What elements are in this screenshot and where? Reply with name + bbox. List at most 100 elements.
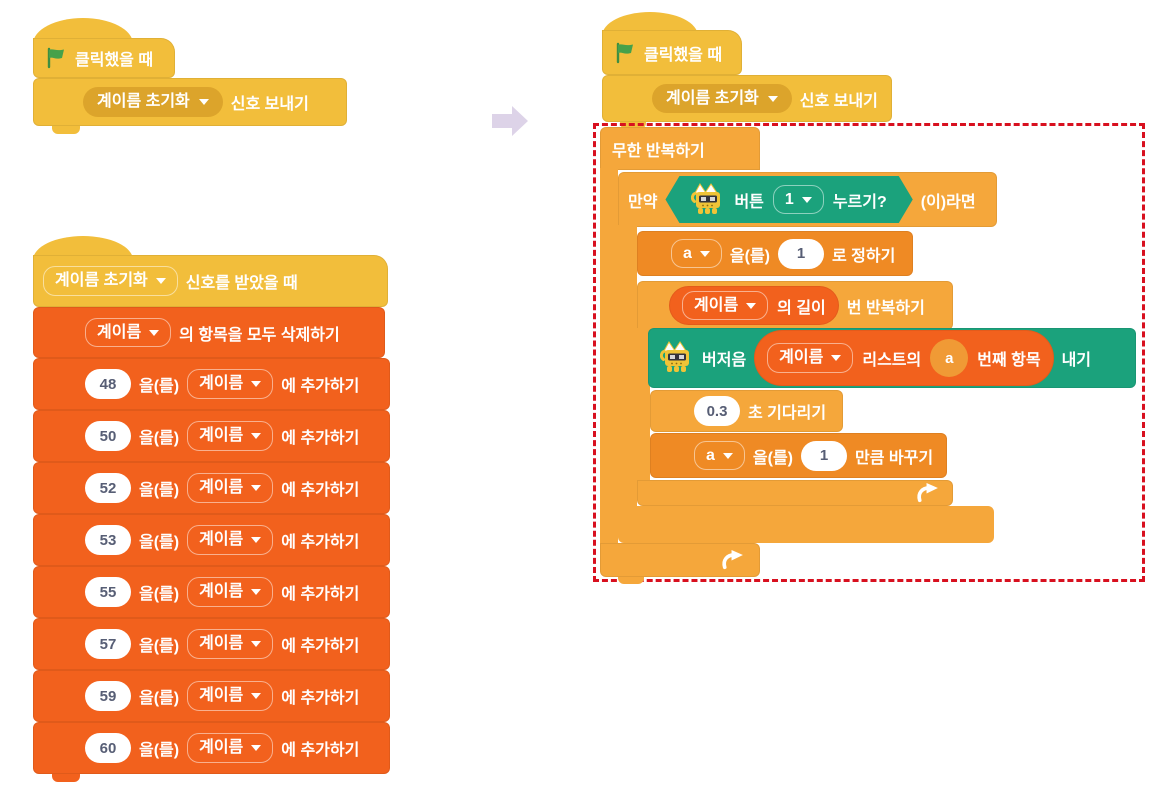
list-dropdown[interactable]: 계이름 xyxy=(767,343,854,373)
list-dropdown[interactable]: 계이름 xyxy=(187,369,274,399)
add-to-list-block[interactable]: 60 을(를) 계이름 에 추가하기 xyxy=(33,722,390,774)
variable-dropdown[interactable]: a xyxy=(671,238,722,269)
dropdown-value: 계이름 초기화 xyxy=(97,93,190,111)
value-input[interactable]: 0.3 xyxy=(694,396,740,426)
block-label: 버저음 xyxy=(702,352,747,369)
if-block-bottom[interactable] xyxy=(618,506,994,543)
add-to-list-block[interactable]: 57 을(를) 계이름 에 추가하기 xyxy=(33,618,390,670)
dropdown-value: 계이름 xyxy=(199,427,244,445)
value-input[interactable]: 52 xyxy=(85,473,131,503)
dropdown-arrow-icon xyxy=(251,433,262,439)
add-to-list-block[interactable]: 52 을(를) 계이름 에 추가하기 xyxy=(33,462,390,514)
button-pressed-condition[interactable]: 버튼 1 누르기? xyxy=(665,176,912,223)
list-dropdown[interactable]: 계이름 xyxy=(85,317,172,348)
block-bottom-tab xyxy=(618,577,644,584)
dropdown-arrow-icon xyxy=(722,452,733,459)
broadcast-message-dropdown[interactable]: 계이름 초기화 xyxy=(83,87,223,117)
change-variable-block[interactable]: a 을(를) 1 만큼 바꾸기 xyxy=(650,433,947,478)
block-label: 을(를) xyxy=(139,430,180,447)
list-dropdown[interactable]: 계이름 xyxy=(187,421,274,451)
value-input[interactable]: 1 xyxy=(778,238,825,269)
if-block-arm[interactable] xyxy=(618,225,637,508)
item-of-list-reporter[interactable]: 계이름 리스트의 a 번째 항목 xyxy=(754,330,1054,386)
add-to-list-block[interactable]: 59 을(를) 계이름 에 추가하기 xyxy=(33,670,390,722)
cat-robot-icon xyxy=(660,340,694,376)
forever-block-arm[interactable] xyxy=(600,168,618,545)
broadcast-block[interactable]: 계이름 초기화 신호 보내기 xyxy=(602,75,892,122)
list-dropdown[interactable]: 계이름 xyxy=(187,577,274,607)
block-label: 번째 항목 xyxy=(977,352,1041,369)
list-dropdown[interactable]: 계이름 xyxy=(187,473,274,503)
dropdown-value: 계이름 xyxy=(199,739,244,757)
green-flag-icon xyxy=(45,47,67,69)
dropdown-arrow-icon xyxy=(802,197,812,203)
dropdown-arrow-icon xyxy=(251,381,262,387)
add-to-list-block[interactable]: 48 을(를) 계이름 에 추가하기 xyxy=(33,358,390,410)
variable-dropdown[interactable]: a xyxy=(694,440,745,471)
variable-reporter[interactable]: a xyxy=(930,339,969,377)
block-label: 의 길이 xyxy=(777,299,826,317)
block-bottom-tab xyxy=(52,774,80,782)
block-label: 로 정하기 xyxy=(832,247,896,265)
block-label: 에 추가하기 xyxy=(281,586,360,603)
when-flag-clicked-block[interactable]: 클릭했을 때 xyxy=(602,30,742,75)
block-label: 을(를) xyxy=(752,449,794,467)
buzzer-play-note-block[interactable]: 버저음 계이름 리스트의 a 번째 항목 내기 xyxy=(648,328,1136,388)
list-dropdown[interactable]: 계이름 xyxy=(187,681,274,711)
list-dropdown[interactable]: 계이름 xyxy=(187,629,274,659)
forever-block-top[interactable]: 무한 반복하기 xyxy=(600,127,760,170)
repeat-block-arm[interactable] xyxy=(637,328,650,480)
block-label: 버튼 xyxy=(734,193,764,211)
receive-message-dropdown[interactable]: 계이름 초기화 xyxy=(43,266,178,296)
list-dropdown[interactable]: 계이름 xyxy=(682,290,769,321)
block-label: 클릭했을 때 xyxy=(75,52,154,69)
block-label: 을(를) xyxy=(729,247,771,265)
value-input[interactable]: 57 xyxy=(85,629,131,659)
when-receive-block[interactable]: 계이름 초기화 신호를 받았을 때 xyxy=(33,255,388,307)
value-input[interactable]: 60 xyxy=(85,733,131,763)
dropdown-value: 계이름 xyxy=(199,687,244,705)
dropdown-arrow-icon xyxy=(251,745,262,751)
button-number-dropdown[interactable]: 1 xyxy=(773,185,824,214)
block-label: 에 추가하기 xyxy=(281,378,360,395)
repeat-block-bottom[interactable] xyxy=(637,480,953,506)
value-input[interactable]: 50 xyxy=(85,421,131,451)
dropdown-arrow-icon xyxy=(767,95,778,102)
broadcast-block[interactable]: 계이름 초기화 신호 보내기 xyxy=(33,78,347,126)
dropdown-value: a xyxy=(683,244,692,262)
forever-block-bottom[interactable] xyxy=(600,543,760,577)
block-label: 을(를) xyxy=(139,482,180,499)
block-label: 번 반복하기 xyxy=(846,299,925,317)
set-variable-block[interactable]: a 을(를) 1 로 정하기 xyxy=(637,231,913,276)
dropdown-value: 1 xyxy=(784,190,794,208)
value-input[interactable]: 1 xyxy=(801,440,848,471)
loop-arrow-icon xyxy=(720,550,744,570)
block-label: 초 기다리기 xyxy=(748,405,827,422)
list-dropdown[interactable]: 계이름 xyxy=(187,525,274,555)
repeat-block-top[interactable]: 계이름 의 길이 번 반복하기 xyxy=(637,281,953,330)
value-input[interactable]: 55 xyxy=(85,577,131,607)
list-dropdown[interactable]: 계이름 xyxy=(187,733,274,763)
add-to-list-block[interactable]: 50 을(를) 계이름 에 추가하기 xyxy=(33,410,390,462)
highlight-dashed-box xyxy=(593,123,1145,582)
block-label: 을(를) xyxy=(139,534,180,551)
broadcast-message-dropdown[interactable]: 계이름 초기화 xyxy=(652,83,792,114)
delete-all-of-list-block[interactable]: 계이름 의 항목을 모두 삭제하기 xyxy=(33,307,385,358)
add-to-list-block[interactable]: 55 을(를) 계이름 에 추가하기 xyxy=(33,566,390,618)
block-label: 에 추가하기 xyxy=(281,690,360,707)
value-input[interactable]: 48 xyxy=(85,369,131,399)
wait-seconds-block[interactable]: 0.3 초 기다리기 xyxy=(650,390,843,432)
dropdown-value: 계이름 xyxy=(199,375,244,393)
block-label: 을(를) xyxy=(139,638,180,655)
dropdown-value: 계이름 xyxy=(97,323,142,341)
value-input[interactable]: 53 xyxy=(85,525,131,555)
when-flag-clicked-block[interactable]: 클릭했을 때 xyxy=(33,38,175,78)
green-flag-icon xyxy=(614,42,636,64)
length-of-list-reporter[interactable]: 계이름 의 길이 xyxy=(669,285,839,326)
block-label: (이)라면 xyxy=(920,193,976,211)
value-input[interactable]: 59 xyxy=(85,681,131,711)
dropdown-value: 계이름 xyxy=(694,296,739,314)
add-to-list-block[interactable]: 53 을(를) 계이름 에 추가하기 xyxy=(33,514,390,566)
if-block-top[interactable]: 만약 xyxy=(618,172,997,227)
